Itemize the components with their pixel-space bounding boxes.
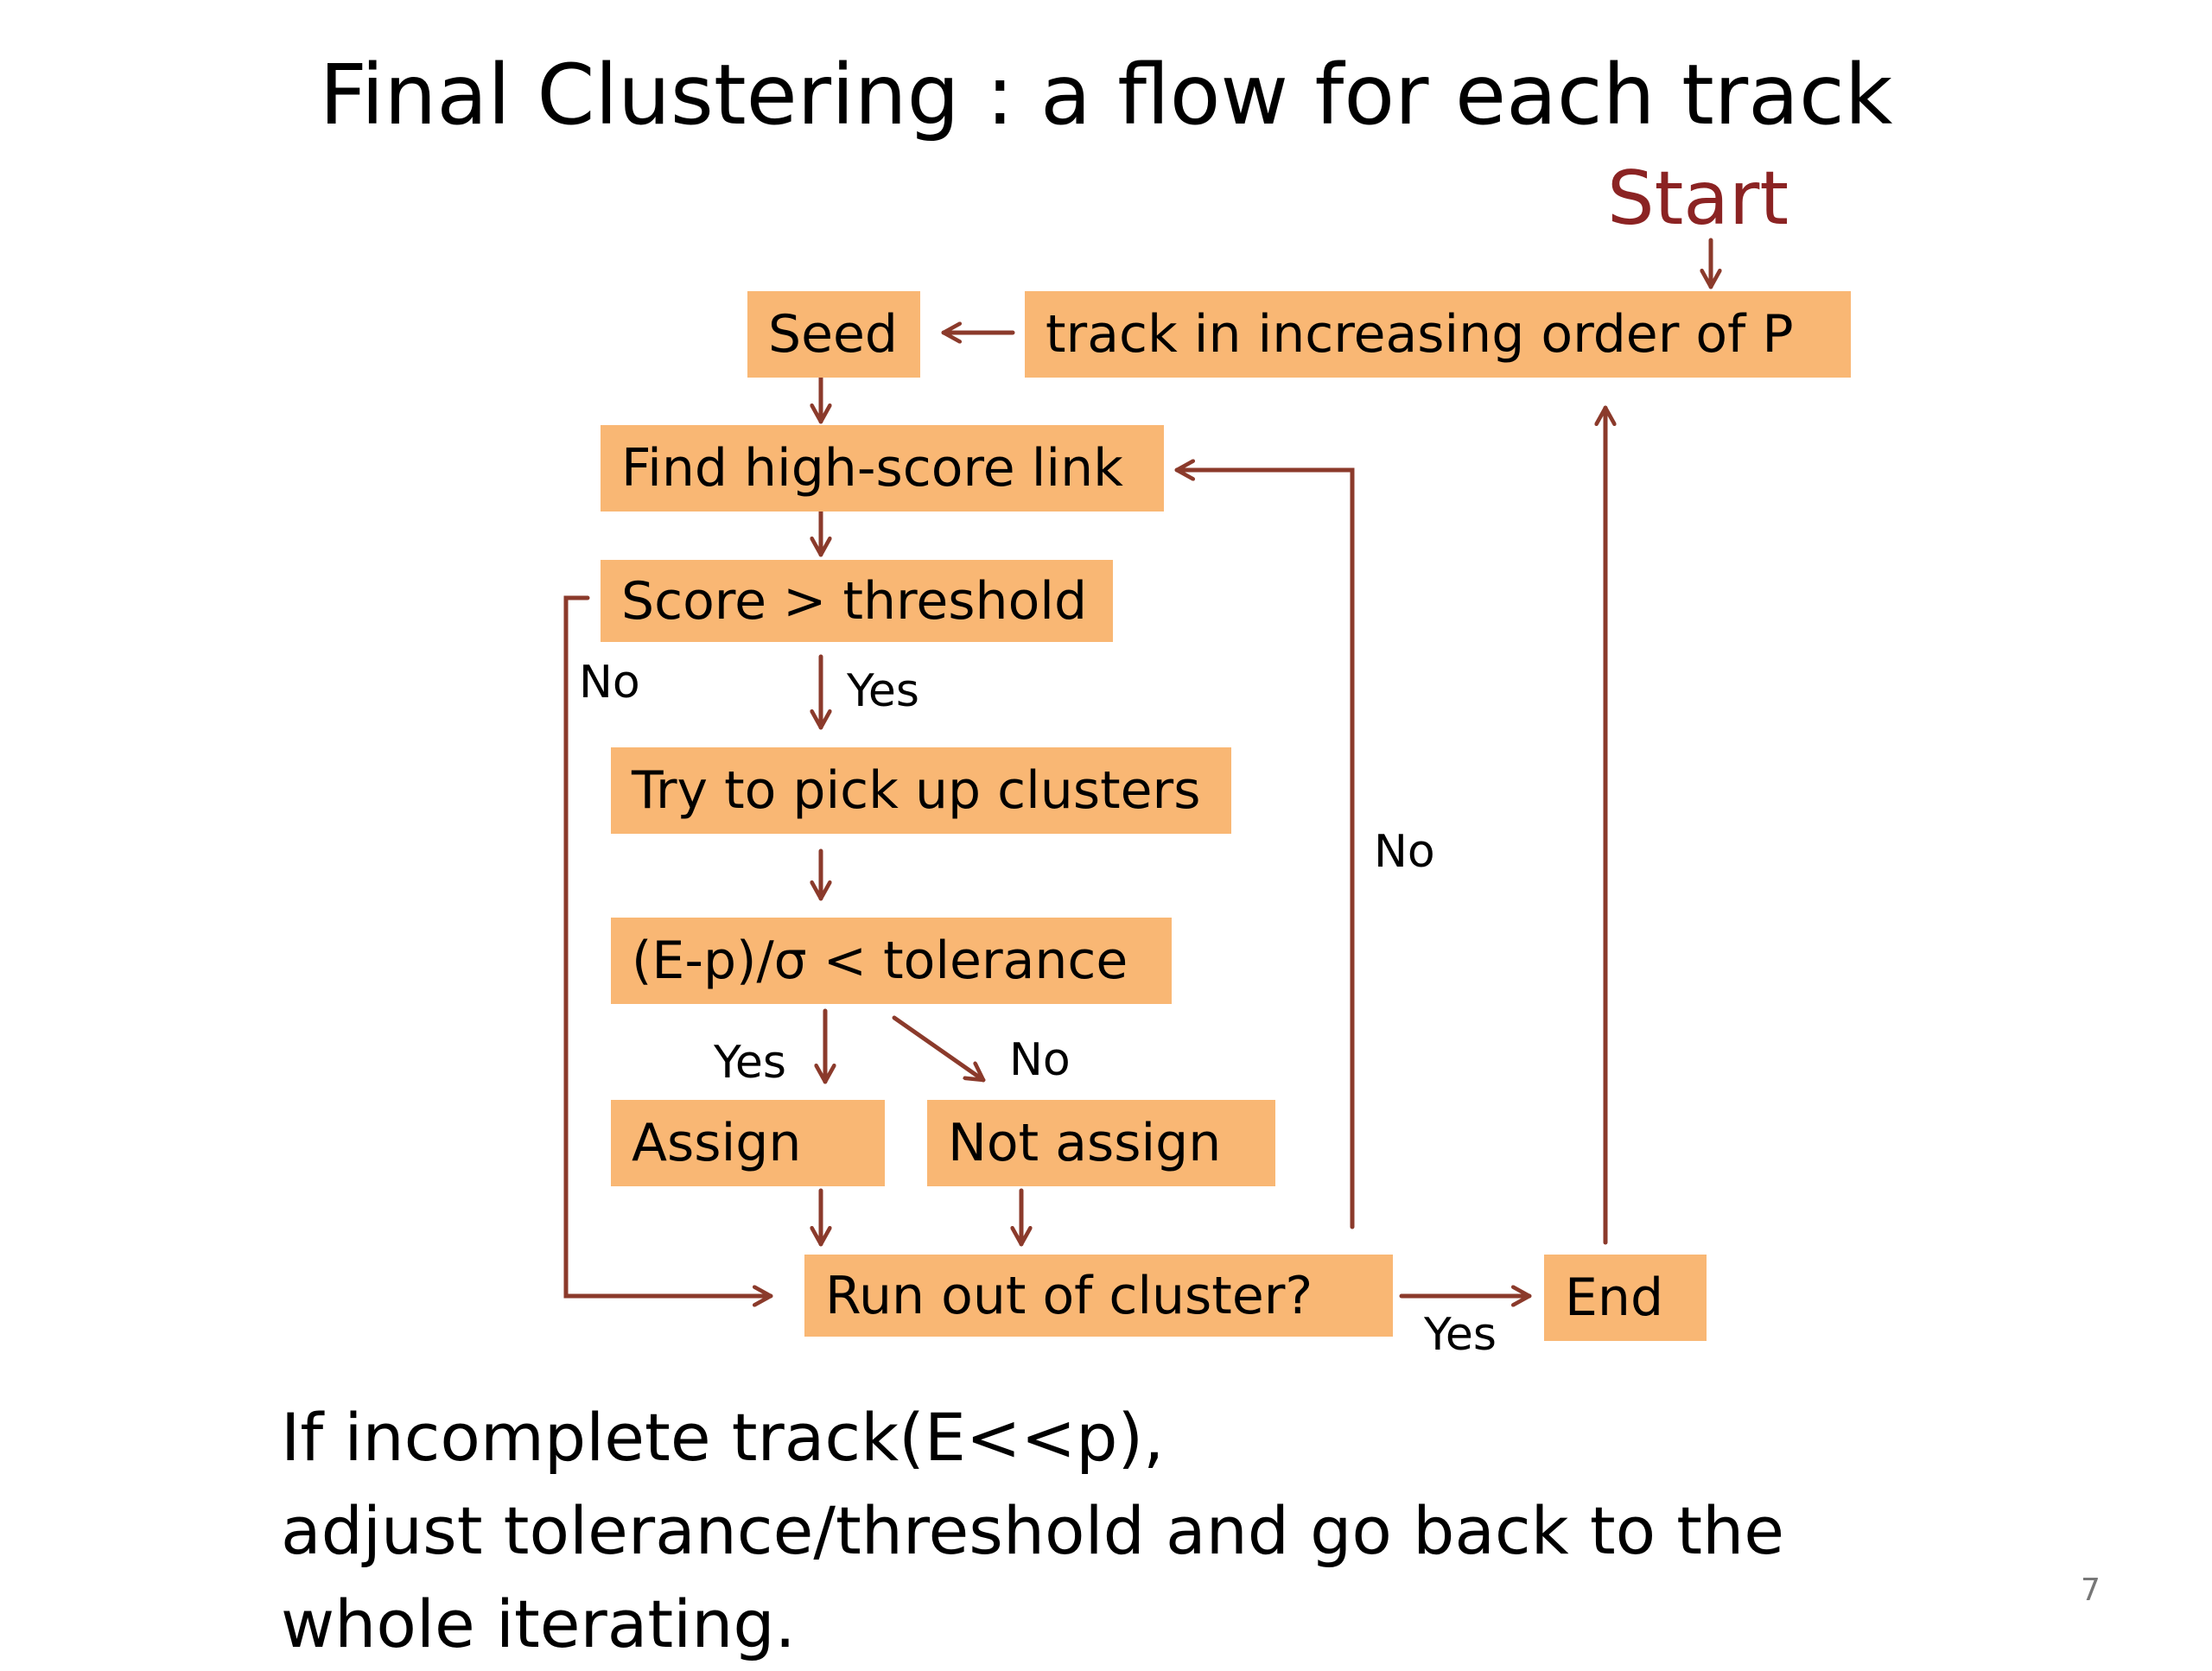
edge-label-score-no: No — [579, 657, 640, 708]
node-tolerance-check: (E-p)/σ < tolerance — [611, 918, 1172, 1004]
arrow-score-no — [563, 595, 773, 1296]
start-label: Start — [1607, 156, 1789, 242]
node-not-assign: Not assign — [927, 1100, 1275, 1186]
arrow-runout-no — [1174, 470, 1355, 1229]
footnote-line-1: If incomplete track(E<<p), — [281, 1399, 1165, 1476]
footnote: If incomplete track(E<<p), adjust tolera… — [281, 1391, 2009, 1671]
edge-label-score-yes: Yes — [847, 665, 919, 717]
node-find-link: Find high-score link — [601, 425, 1164, 511]
edge-label-runout-no: No — [1374, 826, 1435, 878]
page-number: 7 — [2081, 1573, 2101, 1608]
slide-title: Final Clustering : a flow for each track — [319, 47, 1893, 143]
node-pick-clusters: Try to pick up clusters — [611, 747, 1231, 834]
edge-label-runout-yes: Yes — [1424, 1309, 1497, 1361]
edge-label-tolerance-no: No — [1009, 1034, 1071, 1086]
footnote-line-2: adjust tolerance/threshold and go back t… — [281, 1492, 1785, 1569]
arrow-tolerance-no — [892, 1015, 986, 1083]
node-end: End — [1544, 1255, 1707, 1341]
node-assign: Assign — [611, 1100, 885, 1186]
footnote-line-3: whole iterating. — [281, 1585, 796, 1662]
edge-label-tolerance-yes: Yes — [714, 1037, 786, 1089]
node-score-check: Score > threshold — [601, 560, 1113, 642]
node-track-order: track in increasing order of P — [1025, 291, 1851, 378]
node-seed: Seed — [747, 291, 920, 378]
node-run-out: Run out of cluster? — [804, 1255, 1393, 1337]
